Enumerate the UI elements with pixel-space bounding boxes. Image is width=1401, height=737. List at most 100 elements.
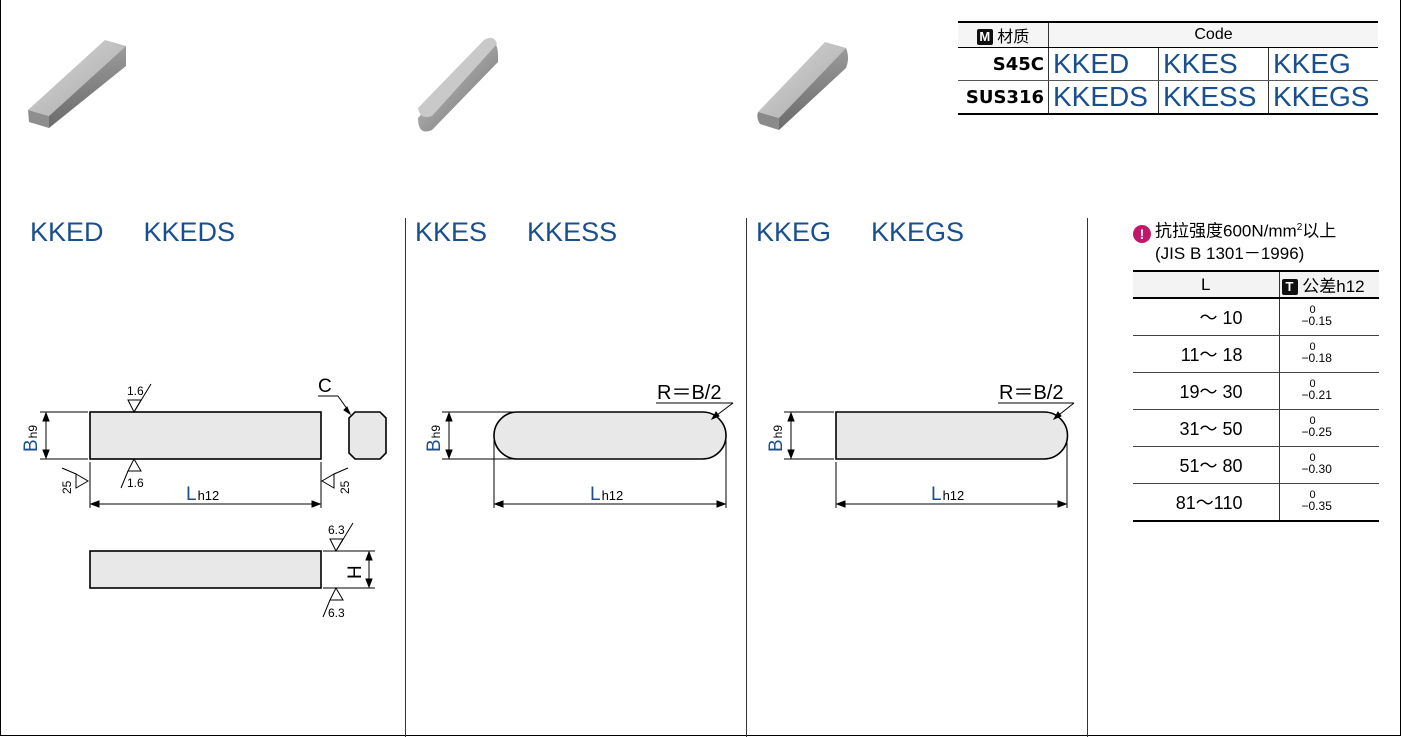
table-row: 31～ 50 0−0.25 [1133,409,1379,447]
kkes-radius-label: R＝B/2 [657,382,721,404]
l-range: 81～110 [1133,483,1280,522]
note-sup: 2 [1296,222,1303,233]
code-link[interactable]: KKESS [1158,80,1269,115]
kked-side-view [89,550,322,589]
kkeg-radius-label: R＝B/2 [999,382,1063,404]
svg-text:25: 25 [60,480,74,494]
section-title-kkes: KKES KKESS [415,217,657,248]
note-suffix: 以上 [1302,221,1337,241]
drawing-kkeg [784,402,1075,508]
kked-rough-left: 25 [60,480,74,494]
section-code: KKED [30,217,104,247]
section-code: KKEGS [871,217,965,247]
drawing-kkes [442,402,734,508]
table-row: 19～ 30 0−0.21 [1133,372,1379,410]
code-link[interactable]: KKES [1158,47,1269,81]
table-row: SUS316 KKEDS KKESS KKEGS [958,80,1378,115]
kkeg-front-view [835,411,1069,460]
section-divider [1087,218,1088,737]
note-line-1: !抗拉强度600N/mm2以上 [1133,217,1336,243]
code-header-cell: Code [1048,22,1378,48]
tolerance-header: L T 公差h12 [1133,270,1379,299]
tolerance-value: 0−0.15 [1279,298,1379,336]
code-link[interactable]: KKEGS [1268,80,1378,115]
strength-note: !抗拉强度600N/mm2以上 (JIS B 1301－1996) [1133,217,1336,264]
tol-lower: −0.35 [1301,499,1332,513]
material-name: SUS316 [958,80,1049,115]
product-photo-kkes [418,37,498,132]
tolerance-value: 0−0.18 [1279,335,1379,373]
kked-rough-6-3-top: 6.3 [328,523,345,537]
tol-header: T 公差h12 [1279,270,1379,299]
material-table-header: M 材质 Code [958,22,1378,48]
l-range: 51～ 80 [1133,446,1280,484]
kkes-front-view [493,411,727,460]
note-text: 抗拉强度600N/mm [1155,221,1297,241]
svg-text:H: H [345,565,366,579]
svg-text:Bh9: Bh9 [766,425,787,452]
code-link[interactable]: KKED [1048,47,1159,81]
kked-front-view [89,411,322,460]
kked-h-label: H [345,565,366,579]
code-link[interactable]: KKEDS [1048,80,1159,115]
kked-l-label: Lh12 [186,484,219,505]
material-name: S45C [958,47,1049,81]
tol-lower: −0.15 [1301,314,1332,328]
tol-upper: 0 [1309,489,1316,501]
table-row: 11～ 18 0−0.18 [1133,335,1379,373]
kkes-b-label: Bh9 [424,425,445,452]
note-line-2: (JIS B 1301－1996) [1155,243,1305,263]
warning-icon: ! [1133,224,1151,243]
section-divider [405,218,406,737]
kkeg-b-label: Bh9 [766,425,787,452]
tolerance-table: L T 公差h12 ～ 10 0−0.15 11～ 18 0−0.18 19～ … [1133,270,1379,522]
svg-text:25: 25 [338,480,352,494]
kked-rough-bottom: 1.6 [127,476,144,490]
product-photo-kked [28,40,126,128]
tolerance-badge-icon: T [1281,279,1298,295]
tol-lower: −0.21 [1301,388,1332,402]
tol-lower: −0.18 [1301,351,1332,365]
tol-upper: 0 [1309,378,1316,390]
tolerance-value: 0−0.35 [1279,483,1379,522]
l-header: L [1133,270,1280,299]
table-row: 81～110 0−0.35 [1133,483,1379,522]
l-range: 11～ 18 [1133,335,1280,373]
tol-upper: 0 [1309,452,1316,464]
table-row: ～ 10 0−0.15 [1133,298,1379,336]
table-row: 51～ 80 0−0.30 [1133,446,1379,484]
kked-b-label: Bh9 [21,425,42,452]
kkeg-l-label: Lh12 [931,484,964,505]
tolerance-value: 0−0.21 [1279,372,1379,410]
kked-rough-right: 25 [338,480,352,494]
section-code: KKEDS [143,217,236,247]
table-row: S45C KKED KKES KKEG [958,47,1378,81]
drawing-kked [40,383,387,618]
tol-upper: 0 [1309,304,1316,316]
kked-rough-6-3-bottom: 6.3 [328,606,345,620]
section-title-kkeg: KKEG KKEGS [756,217,1004,248]
l-range: 31～ 50 [1133,409,1280,447]
product-photo-kkeg [757,42,848,130]
svg-text:Bh9: Bh9 [21,425,42,452]
section-divider [746,218,747,737]
tol-upper: 0 [1309,341,1316,353]
svg-text:Bh9: Bh9 [424,425,445,452]
tol-header-label: 公差h12 [1302,277,1365,296]
code-link[interactable]: KKEG [1268,47,1378,81]
tol-lower: −0.30 [1301,462,1332,476]
kked-rough-top: 1.6 [127,384,144,398]
tol-lower: −0.25 [1301,425,1332,439]
section-code: KKEG [756,217,832,247]
section-title-kked: KKED KKEDS [30,217,275,248]
tolerance-value: 0−0.30 [1279,446,1379,484]
tolerance-value: 0−0.25 [1279,409,1379,447]
section-code: KKES [415,217,488,247]
l-range: 19～ 30 [1133,372,1280,410]
section-code: KKESS [527,217,618,247]
kked-c-label: C [318,376,332,397]
kkes-l-label: Lh12 [590,484,623,505]
l-range: ～ 10 [1133,298,1280,336]
material-header-label: 材质 [997,29,1030,46]
